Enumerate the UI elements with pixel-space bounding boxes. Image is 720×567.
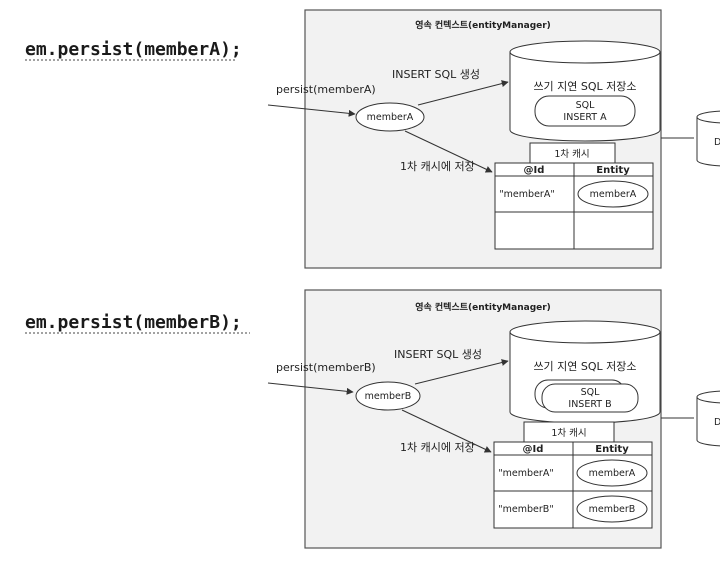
cache-title: 1차 캐시 — [551, 427, 586, 439]
sql-item — [534, 95, 636, 127]
database-label: D — [714, 417, 720, 428]
sql-item-line1: SQL — [581, 387, 601, 398]
cache-row-entity-ellipse — [576, 459, 648, 487]
insert-sql-arrow — [414, 359, 509, 385]
cache-row-entity: memberA — [589, 468, 636, 479]
insert-sql-label: INSERT SQL 생성 — [392, 68, 480, 81]
persist-call-label: persist(memberA) — [276, 83, 376, 96]
entity-ellipse — [355, 102, 425, 132]
cache-row-entity-ellipse — [577, 180, 649, 208]
cache-save-label: 1차 캐시에 저장 — [400, 160, 475, 173]
sql-item-line2: INSERT A — [563, 112, 607, 123]
panel-2: em.persist(memberB); 영속 컨텍스트(entityManag… — [25, 289, 720, 549]
cache-save-arrow — [401, 409, 492, 453]
context-title: 영속 컨텍스트(entityManager) — [415, 301, 551, 313]
code-line: em.persist(memberA); — [25, 39, 242, 60]
cache-title: 1차 캐시 — [554, 148, 589, 160]
cache-row-id: "memberB" — [498, 504, 553, 515]
sql-store-label: 쓰기 지연 SQL 저장소 — [533, 80, 636, 93]
cache-row-entity: memberA — [590, 189, 637, 200]
context-title: 영속 컨텍스트(entityManager) — [415, 19, 551, 31]
cache-row-entity-ellipse — [576, 495, 648, 523]
cache-header-entity: Entity — [596, 165, 630, 176]
persist-arrow — [267, 382, 354, 395]
panel-1: em.persist(memberA); 영속 컨텍스트(entityManag… — [25, 9, 720, 269]
code-line: em.persist(memberB); — [25, 312, 242, 333]
sql-item-line2: INSERT B — [568, 399, 611, 410]
cache-save-arrow — [404, 130, 493, 173]
cache-header-entity: Entity — [595, 444, 629, 455]
cache-row-id: "memberA" — [499, 189, 554, 200]
database-cylinder — [696, 110, 720, 167]
entity-ellipse — [355, 381, 421, 411]
persist-arrow — [267, 104, 356, 117]
database-cylinder — [696, 390, 720, 447]
cache-row-id: "memberA" — [498, 468, 553, 479]
sql-item — [541, 383, 639, 413]
cache-save-label: 1차 캐시에 저장 — [400, 441, 475, 454]
insert-sql-arrow — [417, 80, 509, 106]
insert-sql-label: INSERT SQL 생성 — [394, 348, 482, 361]
database-label: D — [714, 137, 720, 148]
entity-name: memberA — [367, 112, 414, 123]
cache-header-id: @Id — [524, 165, 545, 176]
cache-header-id: @Id — [523, 444, 544, 455]
sql-item-line1: SQL — [576, 100, 596, 111]
cache-row-entity: memberB — [589, 504, 636, 515]
entity-name: memberB — [365, 391, 412, 402]
persist-call-label: persist(memberB) — [276, 361, 376, 374]
sql-store-label: 쓰기 지연 SQL 저장소 — [533, 360, 636, 373]
